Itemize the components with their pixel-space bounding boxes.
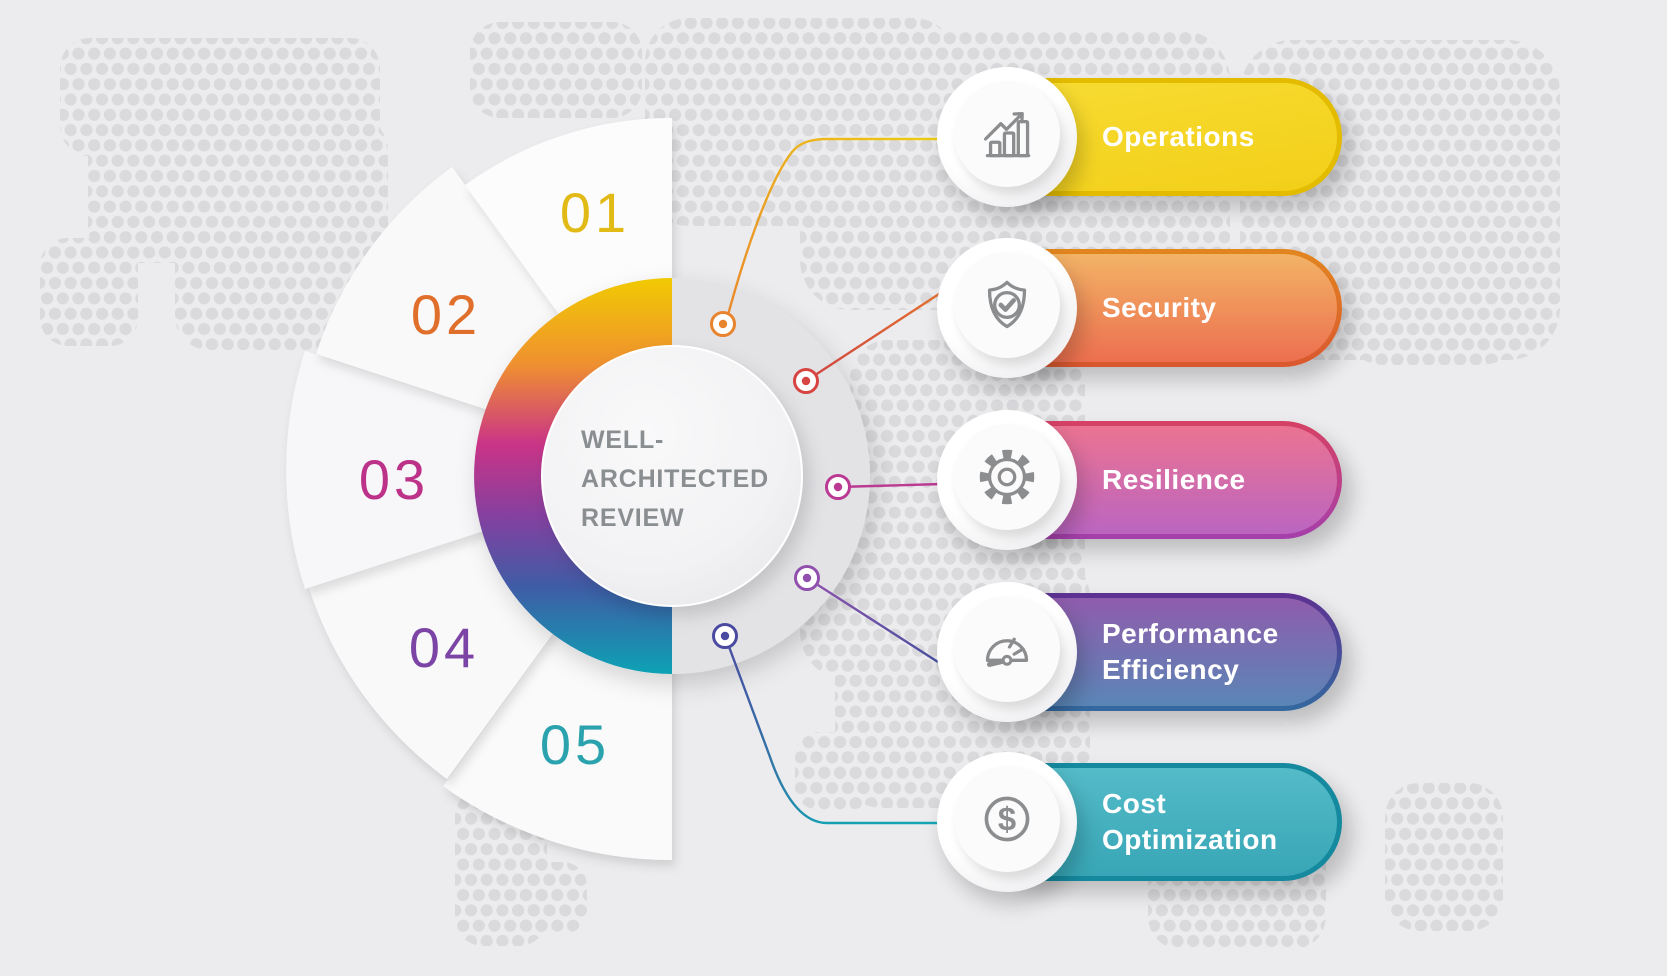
connector-lines [723, 137, 943, 825]
center-title-line: REVIEW [581, 504, 685, 532]
step-number-4: 04 [408, 616, 480, 679]
icon-disc-resilience [937, 410, 1077, 550]
connector-resilience [837, 482, 943, 489]
pill-label: Operations [1102, 121, 1255, 152]
connector-security [805, 290, 943, 383]
shield-check-icon [987, 280, 1027, 329]
step-number-2: 02 [410, 283, 482, 346]
icon-disc-cost: $ [937, 752, 1077, 892]
hub-inner-circle [541, 345, 803, 607]
icon-disc-inner [954, 81, 1060, 187]
node-security [793, 368, 819, 394]
connector-cost [723, 635, 942, 825]
node-operations [710, 311, 736, 337]
connector-performance [806, 576, 939, 664]
center-title-line: WELL- [581, 426, 665, 454]
icon-disc-performance [937, 582, 1077, 722]
center-title-line: ARCHITECTED [581, 465, 769, 493]
icon-disc-inner [954, 424, 1060, 530]
node-resilience [825, 474, 851, 500]
icon-disc-inner [954, 252, 1060, 358]
pill-label: Performance [1102, 618, 1279, 649]
node-performance [794, 565, 820, 591]
pill-label: Efficiency [1102, 654, 1240, 685]
step-number-3: 03 [358, 448, 430, 511]
gear-icon [979, 449, 1035, 505]
connector-nodes [710, 311, 851, 649]
connector-operations [723, 137, 942, 327]
icon-disc-operations [937, 67, 1077, 207]
pill-label: Security [1102, 292, 1217, 323]
step-number-5: 05 [539, 713, 611, 776]
icon-disc-inner [954, 596, 1060, 702]
pill-label: Resilience [1102, 464, 1246, 495]
icon-disc-security [937, 238, 1077, 378]
dollar-circle-icon: $ [984, 796, 1030, 842]
node-cost [712, 623, 738, 649]
gradient-half-ring [474, 278, 672, 674]
icon-disc-inner: $ [954, 766, 1060, 872]
center-hub [474, 278, 870, 674]
pill-label: Optimization [1102, 824, 1278, 855]
trend-chart-icon [983, 112, 1031, 158]
speedometer-icon [985, 637, 1029, 667]
pill-label: Cost [1102, 788, 1167, 819]
step-number-1: 01 [559, 181, 631, 244]
svg-text:$: $ [998, 800, 1016, 837]
center-title: WELL- ARCHITECTED REVIEW [581, 421, 769, 538]
